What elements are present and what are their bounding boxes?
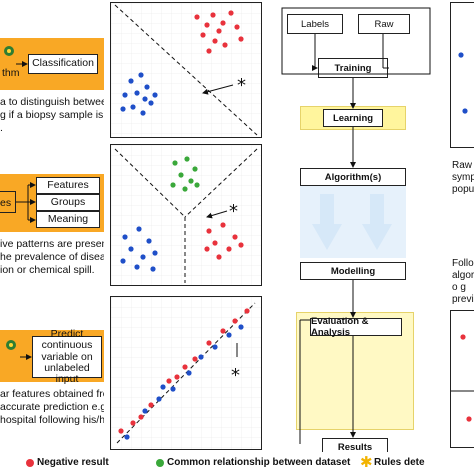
clustering-source-box <box>0 191 16 213</box>
query-star-icon-2: * <box>229 201 238 222</box>
regression-node: Predict continuous variable on unlabeled… <box>32 329 102 384</box>
regression-description-1: ar features obtained from <box>0 388 104 400</box>
algorithm-icon-regression <box>4 338 18 352</box>
right-text-1a: Raw <box>452 160 473 171</box>
negative-dot-icon <box>26 459 34 467</box>
flow-down-arrows <box>312 194 392 250</box>
learning-node: Learning <box>323 109 383 127</box>
modelling-node: Modelling <box>300 262 406 280</box>
right-text-1b: symp <box>452 172 474 183</box>
meaning-node: Meaning <box>36 211 100 228</box>
legend <box>0 452 474 474</box>
classification-node: Classification <box>28 54 98 74</box>
clustering-label-fragment: es <box>0 197 12 209</box>
classification-description-1: a to distinguish between <box>0 96 104 108</box>
right-plot-2 <box>450 310 474 448</box>
clustering-description-3: ion or chemical spill. <box>0 264 95 276</box>
training-node: Training <box>318 58 388 78</box>
right-plot-1-svg <box>458 52 468 114</box>
classification-plot-svg: * <box>111 3 261 137</box>
right-plot-1 <box>450 2 474 148</box>
right-text-2b: algor <box>452 270 474 281</box>
classification-description-2: g if a biopsy sample is <box>0 109 104 121</box>
right-text-2c: o g <box>452 282 466 293</box>
regression-description-3: hospital following his/her <box>0 414 104 426</box>
raw-node: Raw <box>358 14 410 34</box>
regression-plot-svg: * <box>111 297 261 449</box>
groups-node: Groups <box>36 194 100 211</box>
right-text-block-1: Raw symp popu <box>452 160 474 196</box>
clustering-plot: * <box>110 144 262 286</box>
clustering-description-1: ive patterns are present <box>0 238 104 250</box>
regression-description-2: accurate prediction e.g. <box>0 401 104 413</box>
clustering-plot-svg: * <box>111 145 261 285</box>
rules-star-icon: ✱ <box>360 454 373 471</box>
classification-description-3: . <box>0 122 3 134</box>
legend-negative: Negative result <box>37 457 109 468</box>
algorithm-label-fragment: thm <box>2 67 20 79</box>
right-plot-2-svg <box>451 334 474 422</box>
right-text-2a: Follo <box>452 258 474 269</box>
labels-node: Labels <box>287 14 343 34</box>
legend-rules: Rules dete <box>374 457 425 468</box>
right-text-2d: previ <box>452 294 474 305</box>
algorithm-node: Algorithm(s) <box>300 168 406 186</box>
regression-plot: * <box>110 296 262 450</box>
clustering-description-2: he prevalence of disease <box>0 251 104 263</box>
algorithm-region <box>300 178 406 258</box>
algorithm-icon <box>2 44 16 58</box>
features-node: Features <box>36 177 100 194</box>
legend-common: Common relationship between dataset <box>167 457 351 468</box>
left-connectors <box>16 61 36 360</box>
query-star-icon-3: * <box>231 365 240 386</box>
evaluation-node: Evaluation & Analysis <box>310 316 402 338</box>
common-dot-icon <box>156 459 164 467</box>
flow-connectors <box>281 7 431 444</box>
right-text-block-2: Follo algor o g previ <box>452 258 474 306</box>
classification-plot: * <box>110 2 262 138</box>
right-text-1c: popu <box>452 184 474 195</box>
query-star-icon: * <box>237 75 246 96</box>
